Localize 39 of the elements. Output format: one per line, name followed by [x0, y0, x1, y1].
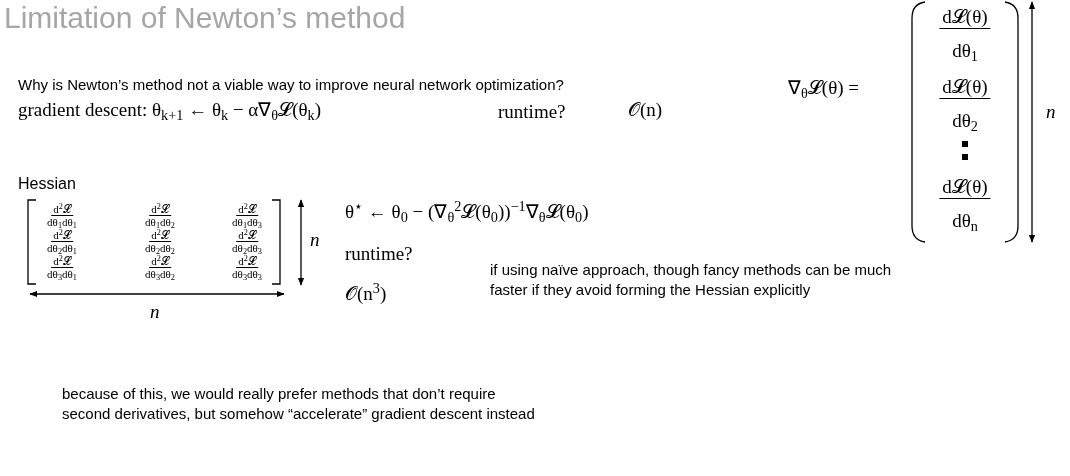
matrix-entry: d$^{2}$𝓛	[236, 255, 258, 268]
note-text: because of this, we would really prefer methods that don’t require second derivatives, but somehow “accelerate” gradient descent instead	[62, 384, 536, 424]
vector-entry: dθ$_{2}$	[952, 110, 978, 132]
matrix-entry: dθ$_{3}$dθ$_{3}$	[232, 268, 262, 280]
matrix-entry: d$^{2}$𝓛	[51, 203, 73, 216]
formula-label: runtime?	[345, 242, 413, 266]
matrix-entry: dθ$_{1}$dθ$_{3}$	[232, 216, 262, 228]
formula: ∇$_{θ}$𝓛(θ) =	[788, 76, 860, 103]
matrix-entry: d$^{2}$𝓛	[51, 229, 73, 242]
matrix-entry: d$^{2}$𝓛	[236, 229, 258, 242]
matrix-entry: dθ$_{2}$dθ$_{2}$	[145, 242, 175, 254]
matrix-entry: d$^{2}$𝓛	[236, 203, 258, 216]
formula: θ$^{⋆}$ ← θ$_{0}$ − (∇$_{θ}$$^{2}$𝓛(θ$_{0}$))$^{−1}$∇$_{θ}$𝓛(θ$_{0}$)	[345, 198, 589, 227]
vector-entry: d𝓛(θ)	[939, 6, 991, 29]
matrix-entry: d$^{2}$𝓛	[149, 255, 171, 268]
matrix-entry: dθ$_{2}$dθ$_{1}$	[47, 242, 77, 254]
matrix-entry: dθ$_{2}$dθ$_{3}$	[232, 242, 262, 254]
vector-entry: dθ$_{n}$	[952, 210, 978, 232]
dimension-label: n	[310, 228, 320, 252]
heading: Hessian	[18, 174, 76, 194]
matrix-entry: dθ$_{3}$dθ$_{2}$	[145, 268, 175, 280]
formula: gradient descent: θ$_{k+1}$ ← θ$_{k}$ − α∇$_{θ}$𝓛(θ$_{k}$)	[18, 98, 322, 125]
note-text: if using naïve approach, though fancy methods can be much faster if they avoid forming the Hessian explicitly	[490, 260, 893, 300]
formula: 𝒪(n$^{3}$)	[345, 280, 387, 306]
matrix-entry: dθ$_{3}$dθ$_{1}$	[47, 268, 77, 280]
matrix-entry: d$^{2}$𝓛	[149, 229, 171, 242]
vector-entry: d𝓛(θ)	[939, 176, 991, 199]
matrix-entry: dθ$_{1}$dθ$_{1}$	[47, 216, 77, 228]
dimension-label: n	[150, 300, 160, 324]
matrix-entry: d$^{2}$𝓛	[149, 203, 171, 216]
matrix-entry: d$^{2}$𝓛	[51, 255, 73, 268]
slide-title: Limitation of Newton’s method	[4, 0, 406, 36]
matrix-entry: dθ$_{1}$dθ$_{2}$	[145, 216, 175, 228]
formula: 𝒪(n)	[628, 98, 663, 122]
vector-entry: dθ$_{1}$	[952, 40, 978, 62]
vector-entry: d𝓛(θ)	[939, 76, 991, 99]
formula-label: runtime?	[498, 100, 566, 124]
question-text: Why is Newton’s method not a viable way to improve neural network optimization?	[18, 75, 564, 95]
dimension-label: n	[1046, 100, 1056, 124]
